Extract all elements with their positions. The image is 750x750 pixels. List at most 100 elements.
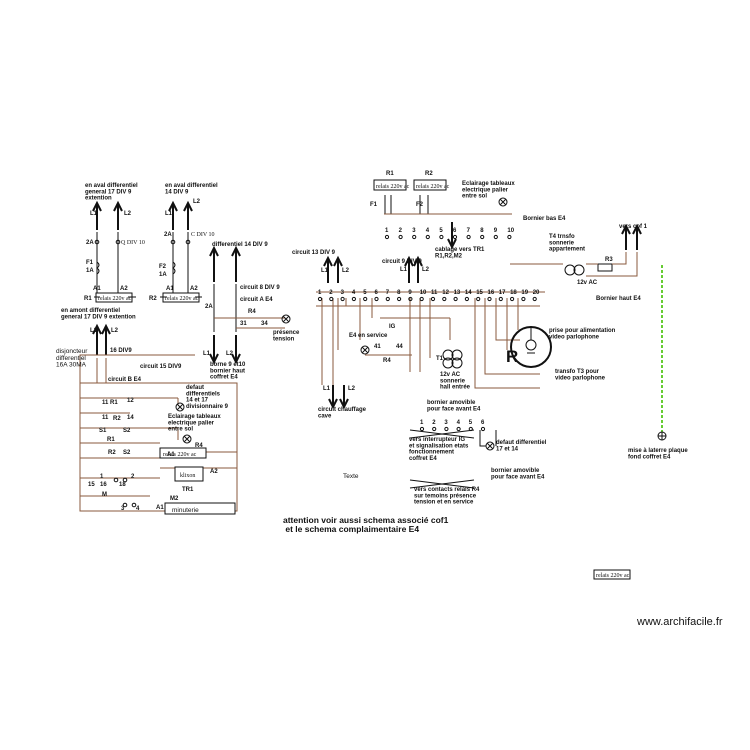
bas-terminal-label-3: 3 [412,228,416,234]
amov-terminal-dot-6 [480,426,486,432]
haut-terminal-dot-1 [317,296,323,302]
label-circuit-9: circuit 9 DIV 9 [382,259,422,265]
label-2a-b: 2A [164,232,172,238]
haut-terminal-dot-17 [498,296,503,302]
label-r4-left: R4 [195,443,203,449]
label-m2: M2 [170,496,179,502]
label-18: 18 [119,482,126,488]
haut-terminal-dot-18 [509,296,515,302]
label-31: 31 [240,321,247,327]
label-q-div10: Q DIV 10 [121,240,145,246]
label-1a-a: 1A [86,268,94,274]
label-l2-a: L2 [124,211,132,217]
label-f1: F1 [86,260,94,266]
bas-terminal-label-8: 8 [480,228,484,234]
label-s1: S1 [99,428,107,434]
label-l1-c9: L1 [400,267,408,273]
label-f2: F2 [159,264,167,270]
label-tr1: TR1 [182,487,194,493]
label-vers-cof: vers cof 1 [619,224,648,230]
relay-r1-top-text: relais 220v ac [376,184,410,190]
bas-terminal-dot-9 [493,234,498,240]
bas-terminal-label-10: 10 [507,228,514,234]
label-s2-b: S2 [123,450,131,456]
bas-terminal-label-4: 4 [426,228,430,234]
bas-terminal-label-5: 5 [439,228,443,234]
label-44: 44 [396,344,403,350]
label-circuit-a: circuit A E4 [240,297,273,303]
bas-terminal-label-7: 7 [467,228,471,234]
haut-terminal-dot-15 [476,296,481,302]
haut-terminal-label-14: 14 [465,290,472,296]
label-l1-mid: L1 [203,351,211,357]
haut-terminal-label-18: 18 [510,290,517,296]
label-l1-a: L1 [90,211,98,217]
left-panel [79,200,291,515]
label-circuit-15: circuit 15 DIV9 [140,364,182,370]
relay-r2-top-text: relais 220v ac [416,184,450,190]
label-a1-b: A1 [166,286,174,292]
bas-terminal-label-9: 9 [494,228,498,234]
amov-terminal-label-6: 6 [481,420,485,426]
haut-terminal-label-11: 11 [431,290,438,296]
haut-terminal-dot-2 [329,296,334,302]
haut-terminal-label-8: 8 [397,290,401,296]
label-big-r: R [506,347,518,366]
label-l2-c9: L2 [422,267,430,273]
haut-terminal-dot-6 [374,296,379,302]
label-m: M [102,492,107,498]
label-l2-c13: L2 [342,268,350,274]
bas-terminal-label-6: 6 [453,228,457,234]
label-2a-a: 2A [86,240,94,246]
relay-r2-top [413,179,447,191]
label-circuit-13: circuit 13 DIV 9 [292,250,336,256]
haut-terminal-dot-4 [351,296,356,302]
relay-r4-box [159,447,207,459]
amov-terminal-label-2: 2 [432,420,436,426]
label-34: 34 [261,321,268,327]
label-1a-b: 1A [159,272,167,278]
bas-terminal-dot-10 [507,234,512,240]
small-relay-text: relais 220v ac [596,573,630,579]
haut-terminal-dot-8 [397,296,402,302]
label-c-div10: C DIV 10 [191,232,215,238]
minuterie-text: minuterie [172,507,199,514]
label-l1-b: L1 [165,211,173,217]
label-t1: T1 [436,356,444,362]
haut-terminal-label-19: 19 [521,290,528,296]
haut-terminal-label-16: 16 [488,290,495,296]
klixon-text: klixon [180,473,195,479]
haut-terminal-dot-5 [363,296,368,302]
label-e4-service: E4 en service [349,333,388,339]
label-l1-c13: L1 [321,268,329,274]
haut-terminal-dot-3 [340,296,345,302]
label-41: 41 [374,344,381,350]
label-1-a: 1 [100,474,104,480]
amov-terminal-label-4: 4 [457,420,461,426]
label-l2-c: L2 [111,328,119,334]
label-a2-a: A2 [120,286,128,292]
minuterie-box [164,502,236,515]
label-14: 14 [127,415,134,421]
relay-r2-text: relais 220v ac [165,296,199,302]
label-circuit-b: circuit B E4 [108,377,142,383]
haut-terminal-label-13: 13 [454,290,461,296]
amov-terminal-label-3: 3 [444,420,448,426]
amov-terminal-label-1: 1 [420,420,424,426]
label-r1-top: R1 [386,171,394,177]
amov-terminal-label-5: 5 [469,420,473,426]
haut-terminal-label-12: 12 [442,290,449,296]
label-r2-top: R2 [425,171,433,177]
label-r4-mid: R4 [248,309,256,315]
haut-terminal-dot-9 [408,296,413,302]
haut-terminal-label-2: 2 [329,290,333,296]
haut-terminal-dot-11 [430,296,436,302]
